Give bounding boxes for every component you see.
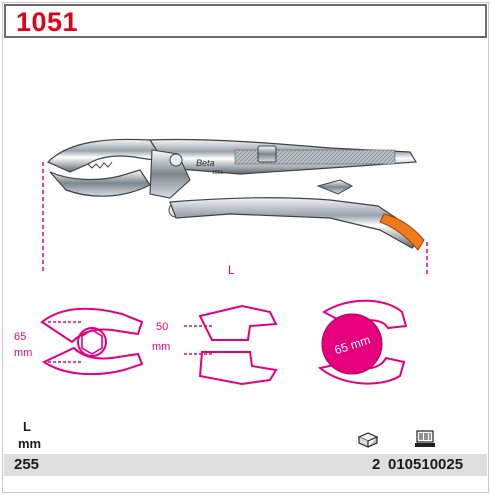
length-label: L [228,263,235,277]
pipe-capacity-unit: mm [14,347,32,359]
adjusting-screw [257,145,277,163]
brand-mark: Beta [196,158,215,168]
max-opening-detail: 65 mm [317,299,408,385]
lower-handle [169,197,421,249]
release-lever-grip [379,213,425,251]
length-value: 255 [14,456,40,473]
spec-column-label: L [23,419,31,434]
product-header: 1051 [4,4,487,38]
barcode-terminal-icon [415,430,435,447]
pipe-capacity-value: 65 [14,331,26,343]
package-icon [357,432,379,448]
flat-grip-detail: 50 mm [152,304,278,386]
spec-column-unit: mm [18,436,42,451]
model-mark: 1051 [212,170,223,176]
article-code: 010510025 [388,456,464,473]
locking-pliers-image: Beta 1051 L [42,138,428,277]
product-code: 1051 [16,7,79,37]
lower-jaw [49,169,151,197]
flat-capacity-unit: mm [152,341,170,353]
flat-capacity-value: 50 [156,321,168,333]
pack-quantity: 2 [372,456,381,473]
pipe-grip-detail: 65 mm [14,307,144,376]
spec-row-bar [4,454,487,476]
